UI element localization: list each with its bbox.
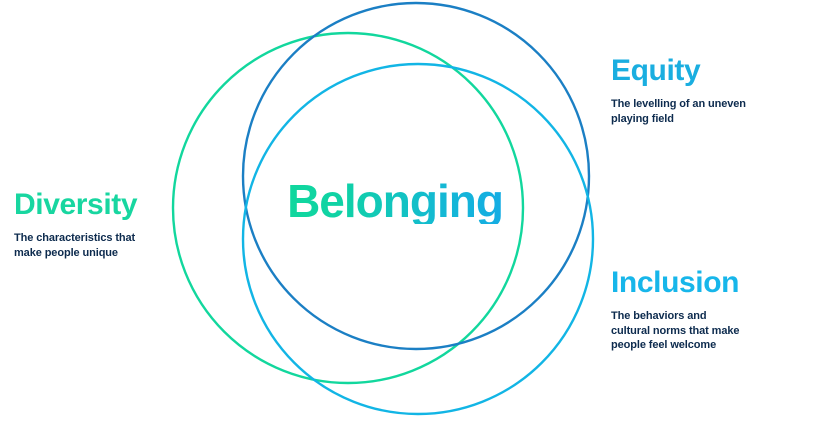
inclusion-description: The behaviors and cultural norms that ma…: [611, 310, 740, 352]
inclusion-title: Inclusion: [611, 266, 740, 299]
equity-circle: [241, 1, 591, 351]
belonging-center-label: Belonging: [270, 178, 520, 224]
diversity-label-group: Diversity The characteristics that make …: [14, 190, 179, 260]
diversity-title: Diversity: [14, 188, 138, 221]
diversity-description: The characteristics that make people uni…: [14, 232, 136, 259]
equity-description: The levelling of an uneven playing field: [611, 98, 746, 125]
diversity-circle: [171, 31, 525, 385]
inclusion-circle: [241, 62, 595, 416]
equity-title: Equity: [611, 54, 701, 87]
inclusion-label-group: Inclusion The behaviors and cultural nor…: [611, 268, 821, 353]
equity-label-group: Equity The levelling of an uneven playin…: [611, 56, 811, 126]
